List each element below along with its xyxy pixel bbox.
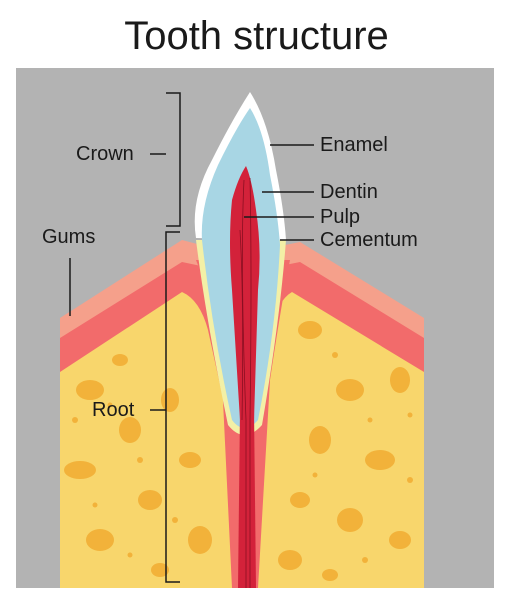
diagram-title: Tooth structure — [124, 14, 389, 58]
label-root: Root — [92, 399, 135, 421]
root-bracket — [150, 231, 180, 583]
label-cementum: Cementum — [320, 229, 418, 251]
root-canal — [238, 410, 256, 588]
label-gums: Gums — [42, 226, 96, 248]
pulp-vessels — [239, 177, 252, 588]
label-crown: Crown — [76, 143, 134, 165]
bone-spots — [64, 321, 413, 581]
pulp-chamber — [230, 166, 260, 420]
label-pulp: Pulp — [320, 206, 361, 228]
label-enamel: Enamel — [320, 134, 388, 156]
label-dentin: Dentin — [320, 181, 378, 203]
crown-bracket — [150, 92, 181, 227]
